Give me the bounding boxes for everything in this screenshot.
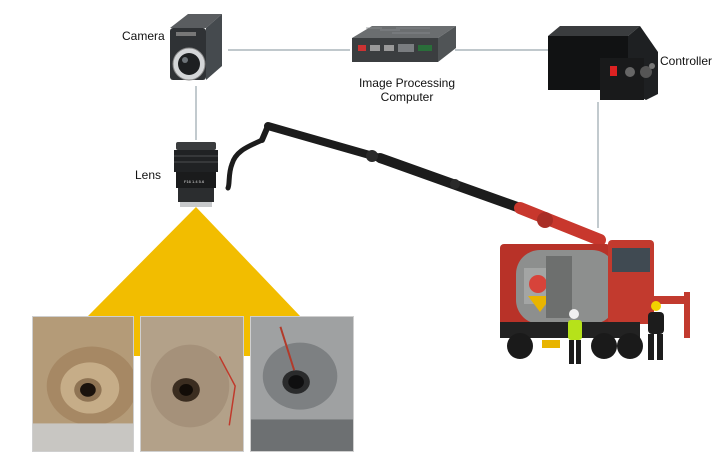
view-cone-divider-right: [243, 316, 251, 356]
worker-icon: [568, 301, 664, 364]
computer-label: Image Processing Computer: [350, 76, 464, 104]
svg-text:F16 1.4 5.6: F16 1.4 5.6: [184, 179, 205, 184]
camera-label: Camera: [122, 29, 165, 43]
computer-icon: [352, 26, 456, 62]
lens-label: Lens: [135, 168, 162, 182]
borehole-photo-1: [32, 316, 134, 452]
camera-icon: [170, 14, 222, 81]
view-cone-divider-left: [133, 316, 141, 356]
boom-arm: [225, 122, 606, 246]
truck-icon: [500, 240, 690, 359]
connector-lines: [195, 49, 599, 228]
view-cone: [88, 207, 300, 316]
borehole-photo-2: [140, 316, 244, 452]
borehole-photo-3: [250, 316, 354, 452]
lens-icon: F16 1.4 5.6: [174, 142, 218, 207]
controller-icon: [548, 26, 658, 100]
computer-label-line1: Image Processing: [358, 76, 456, 90]
controller-label: Controller: [660, 54, 713, 68]
computer-label-line2: Computer: [380, 90, 434, 104]
